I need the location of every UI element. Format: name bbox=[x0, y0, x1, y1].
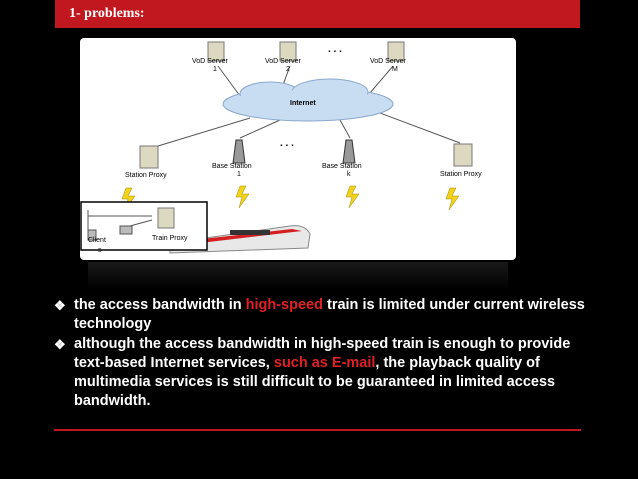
base-station-label-1: Base Station bbox=[212, 163, 252, 170]
server-index-1: 1 bbox=[213, 66, 217, 73]
bullet-1-text-post: train is limited under current wireless … bbox=[74, 297, 585, 332]
server-label-2: VoD Server bbox=[265, 58, 301, 65]
train-inset-frame bbox=[80, 201, 208, 251]
network-diagram: VoD Server 1 VoD Server 2 VoD Server M .… bbox=[80, 38, 516, 260]
client-label: Client bbox=[88, 237, 106, 244]
server-label-1: VoD Server bbox=[192, 58, 228, 65]
tower-icons bbox=[232, 139, 356, 164]
bullet-2-text-post: , the playback quality of multimedia ser… bbox=[74, 355, 556, 409]
title-bar: 1- problems: bbox=[55, 0, 580, 28]
station-proxy-right-label: Station Proxy bbox=[440, 171, 482, 178]
bullet-item-1: ❖ the access bandwidth in high-speed tra… bbox=[54, 296, 594, 334]
diagram-reflection bbox=[88, 262, 508, 290]
server-icon bbox=[207, 41, 225, 62]
base-station-label-k: Base Station bbox=[322, 163, 362, 170]
bullet-2-highlight: such as E-mail bbox=[273, 355, 376, 371]
train-proxy-server-icon bbox=[157, 207, 175, 229]
base-station-index-k: k bbox=[347, 171, 351, 178]
lightning-icon bbox=[445, 187, 460, 211]
base-station-index-1: 1 bbox=[237, 171, 241, 178]
bullet-1-highlight: high-speed bbox=[245, 297, 323, 313]
bullet-item-2: ❖ although the access bandwidth in high-… bbox=[54, 335, 594, 411]
slide-title: 1- problems: bbox=[69, 6, 145, 21]
laptop-icon bbox=[119, 225, 133, 235]
internet-cloud-icon bbox=[222, 78, 394, 122]
server-icon bbox=[387, 41, 405, 62]
internet-label: Internet bbox=[290, 100, 316, 107]
proxy-icons bbox=[139, 143, 473, 169]
tower-icon bbox=[232, 139, 246, 164]
server-icon bbox=[279, 41, 297, 62]
bottom-divider bbox=[54, 429, 581, 431]
bullet-list: ❖ the access bandwidth in high-speed tra… bbox=[54, 296, 594, 412]
proxy-server-icon bbox=[139, 145, 159, 169]
server-index-m: M bbox=[392, 66, 398, 73]
server-label-m: VoD Server bbox=[370, 58, 406, 65]
servers-ellipsis: . . . bbox=[328, 44, 342, 55]
proxy-server-icon bbox=[453, 143, 473, 167]
diamond-bullet-icon: ❖ bbox=[54, 337, 66, 352]
train-proxy-label: Train Proxy bbox=[152, 235, 188, 242]
lightning-icons bbox=[121, 185, 460, 211]
lightning-icon bbox=[345, 185, 360, 209]
tower-icon bbox=[342, 139, 356, 164]
diagram-graphics bbox=[80, 41, 473, 254]
server-icons bbox=[207, 41, 405, 62]
client-device-icon bbox=[87, 229, 97, 241]
server-index-2: 2 bbox=[286, 66, 290, 73]
lightning-icon bbox=[235, 185, 250, 209]
diamond-bullet-icon: ❖ bbox=[54, 298, 66, 313]
inset-contents bbox=[87, 207, 175, 241]
client-index: s bbox=[98, 247, 102, 254]
station-proxy-left-label: Station Proxy bbox=[125, 172, 167, 179]
links bbox=[157, 65, 461, 147]
bullet-2-text-pre: although the access bandwidth in high-sp… bbox=[74, 336, 571, 371]
base-ellipsis: . . . bbox=[280, 138, 294, 149]
bullet-1-text-pre: the access bandwidth in bbox=[74, 297, 246, 313]
